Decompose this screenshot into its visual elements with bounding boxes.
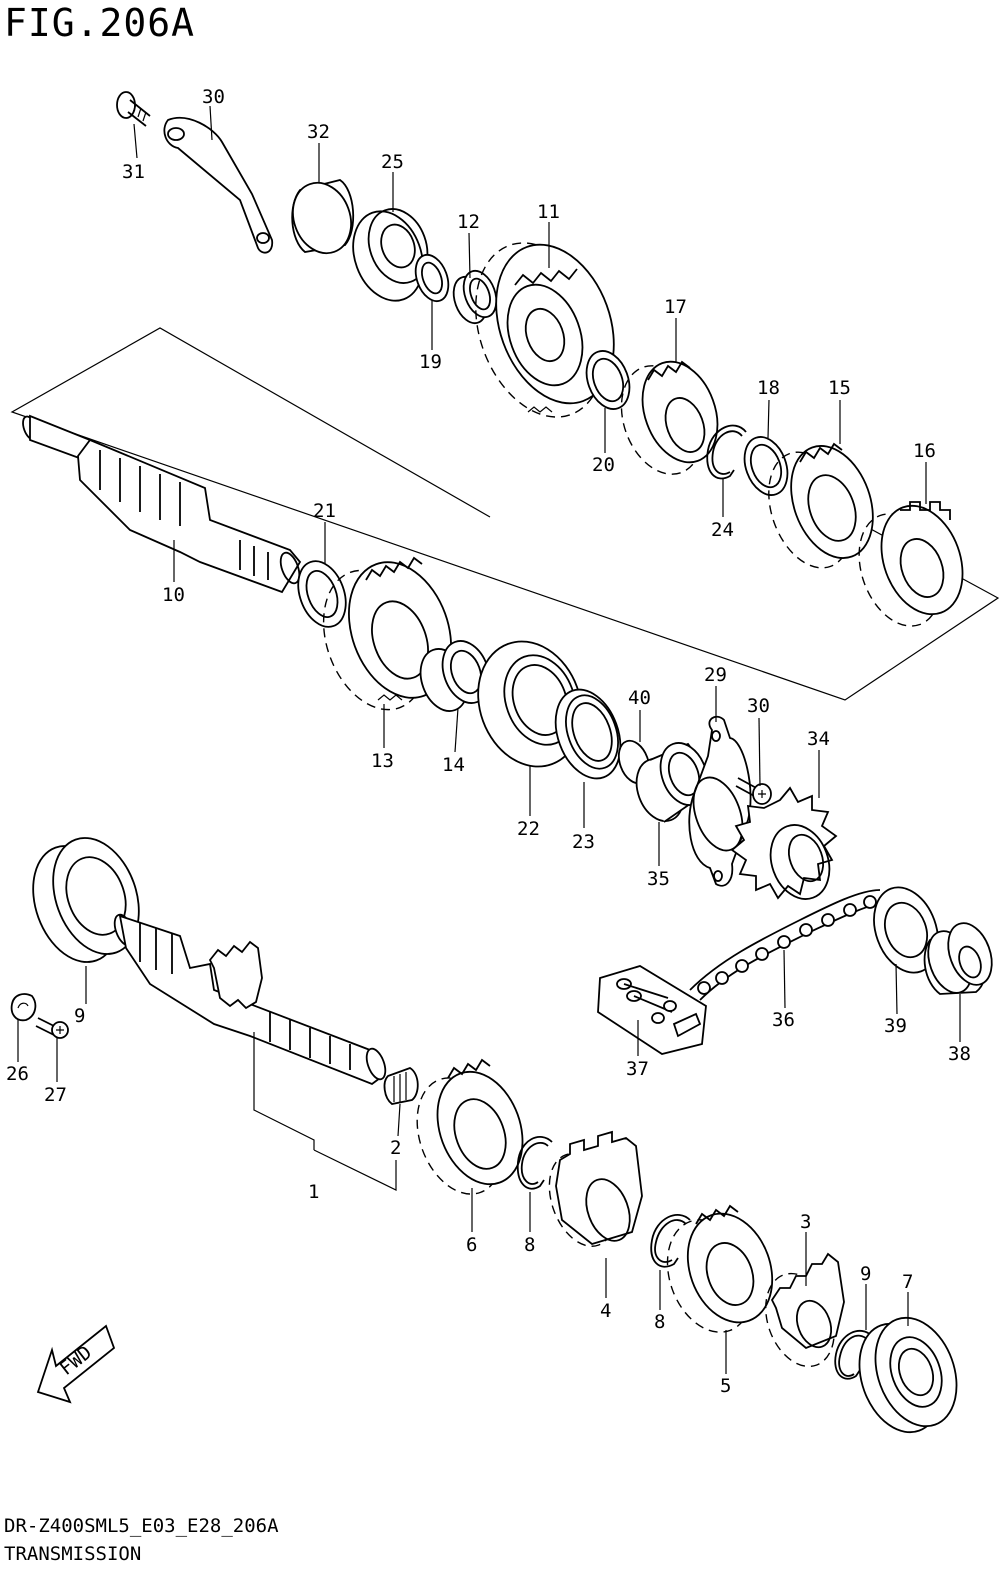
part-26-bearing: [352, 208, 429, 302]
callout-13: 12: [457, 211, 480, 233]
callout-39: 39: [884, 1015, 907, 1037]
part-7-bearing: [858, 1316, 958, 1434]
part-11-countershaft: [22, 414, 302, 594]
callout-10: 9: [74, 1005, 85, 1027]
callout-2: 2: [390, 1137, 401, 1159]
callout-27: 26: [6, 1063, 29, 1085]
callout-34: 34: [807, 728, 830, 750]
part-3-gear: [765, 1252, 845, 1368]
callout-15: 14: [442, 754, 465, 776]
part-37-chain-joint: [597, 965, 707, 1055]
fwd-arrow-icon: FWD: [36, 1324, 116, 1404]
callout-31: 30: [202, 86, 225, 108]
callout-8: 8: [524, 1234, 535, 1256]
callout-26: 25: [381, 151, 404, 173]
part-16-gear: [768, 442, 874, 569]
callout-32: 31: [122, 161, 145, 183]
part-29-sprocket-plate: [688, 715, 752, 887]
callout-labels: 30 31 32 25 12 11 19 17 20 18 15 16 24 2…: [6, 86, 971, 1397]
part-18-gear: [620, 360, 719, 475]
callout-36: 36: [772, 1009, 795, 1031]
part-6-gear: [416, 1058, 524, 1195]
part-13-bushing: [452, 269, 498, 325]
part-5-gear: [666, 1204, 774, 1333]
part-4-gear: [548, 1130, 643, 1247]
callout-40: 40: [628, 687, 651, 709]
callout-24: 23: [572, 831, 595, 853]
callout-9-label: 9: [860, 1263, 871, 1285]
callout-25: 24: [711, 519, 734, 541]
callout-19: 18: [757, 377, 780, 399]
callout-23: 22: [517, 818, 540, 840]
callout-5: 5: [720, 1375, 731, 1397]
part-12-gear: [475, 242, 615, 418]
callout-8b: 8: [654, 1311, 665, 1333]
part-27-clip: [10, 993, 37, 1022]
callout-35: 35: [647, 868, 670, 890]
part-22-washer: [297, 560, 347, 628]
callout-28: 27: [44, 1084, 67, 1106]
callout-38: 38: [948, 1043, 971, 1065]
callout-11: 10: [162, 584, 185, 606]
part-31-shift-arm: [163, 117, 274, 254]
section-name: TRANSMISSION: [4, 1543, 142, 1565]
callout-17: 16: [913, 440, 936, 462]
part-32-bolt: [116, 91, 151, 127]
model-code: DR-Z400SML5_E03_E28_206A: [4, 1515, 279, 1537]
part-9-circlip: [834, 1330, 873, 1380]
part-30-bolt: [735, 777, 772, 805]
part-28-screw: [35, 1017, 69, 1039]
part-23-bearing: [477, 640, 583, 768]
callout-12: 11: [537, 201, 560, 223]
callout-14: 13: [371, 750, 394, 772]
callout-6: 6: [466, 1234, 477, 1256]
part-36-chain: [689, 889, 889, 1001]
callout-20: 19: [419, 351, 442, 373]
callout-18: 17: [664, 296, 687, 318]
part-8-circlip-lower: [650, 1214, 691, 1268]
leader-lines: [17, 105, 961, 1374]
callout-22: 21: [313, 500, 336, 522]
part-17-gear: [858, 501, 964, 627]
part-34-engine-sprocket: [730, 786, 838, 900]
callout-37: 37: [626, 1058, 649, 1080]
callout-7: 7: [902, 1271, 913, 1293]
part-24-oil-seal: [554, 688, 622, 780]
callout-16: 15: [828, 377, 851, 399]
part-39-washer: [873, 886, 939, 974]
callout-30-label: 30: [747, 695, 770, 717]
callout-21: 20: [592, 454, 615, 476]
part-38-spacer: [923, 922, 993, 995]
figure-title: FIG.206A: [4, 1, 196, 45]
callout-29: 29: [704, 664, 727, 686]
countershaft-group-outline: [10, 327, 1000, 701]
callout-4: 4: [600, 1300, 611, 1322]
part-1-main-shaft: [113, 913, 387, 1086]
callout-33: 32: [307, 121, 330, 143]
part-19-washer: [743, 436, 789, 496]
callout-1: 1: [308, 1181, 319, 1203]
part-33-bearing: [291, 179, 355, 255]
part-20-washer: [414, 253, 450, 303]
part-8-circlip-upper: [516, 1136, 553, 1190]
part-2-bushing: [383, 1067, 419, 1105]
part-21-washer: [585, 350, 631, 410]
part-25-circlip: [706, 424, 747, 480]
callout-3: 3: [800, 1211, 811, 1233]
